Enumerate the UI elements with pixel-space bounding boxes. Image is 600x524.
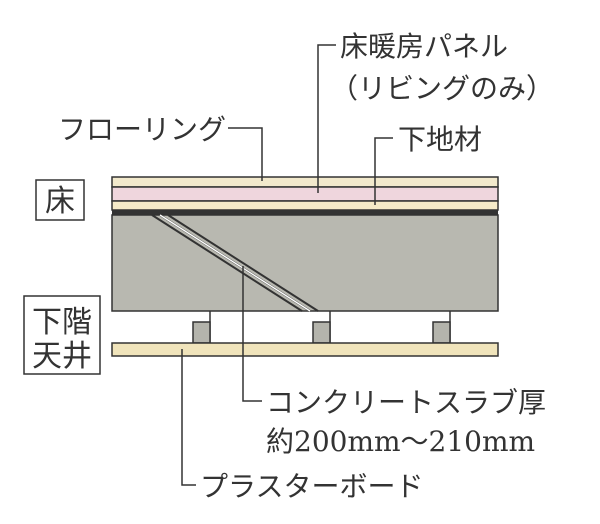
slab-thickness-label: 約200mm〜210mm	[266, 425, 535, 458]
subfloor-label: 下地材	[398, 123, 482, 156]
lower-ceiling-label-box	[23, 295, 101, 375]
slab-reinforcement-center	[159, 214, 311, 312]
floor-heating-panel-label: 床暖房パネル	[340, 30, 508, 63]
flooring-layer	[111, 176, 499, 188]
floor-label-box	[35, 179, 85, 221]
subfloor-layer	[111, 200, 499, 211]
flooring-label: フローリング	[58, 113, 226, 146]
leader-lines	[181, 44, 393, 486]
heating-panel-layer	[111, 186, 499, 202]
living-only-label: （リビングのみ）	[330, 72, 554, 105]
floor-label: 床	[45, 184, 75, 219]
plasterboard-label: プラスターボード	[200, 470, 423, 503]
lower-ceiling-label-line1: 下階	[32, 305, 92, 340]
lower-ceiling-label-line2: 天井	[32, 339, 92, 374]
plasterboard-layer	[111, 342, 499, 357]
concrete-slab	[111, 214, 499, 312]
support-blocks	[192, 321, 451, 344]
separator-line	[112, 210, 498, 215]
concrete-slab-label: コンクリートスラブ厚	[266, 386, 546, 419]
